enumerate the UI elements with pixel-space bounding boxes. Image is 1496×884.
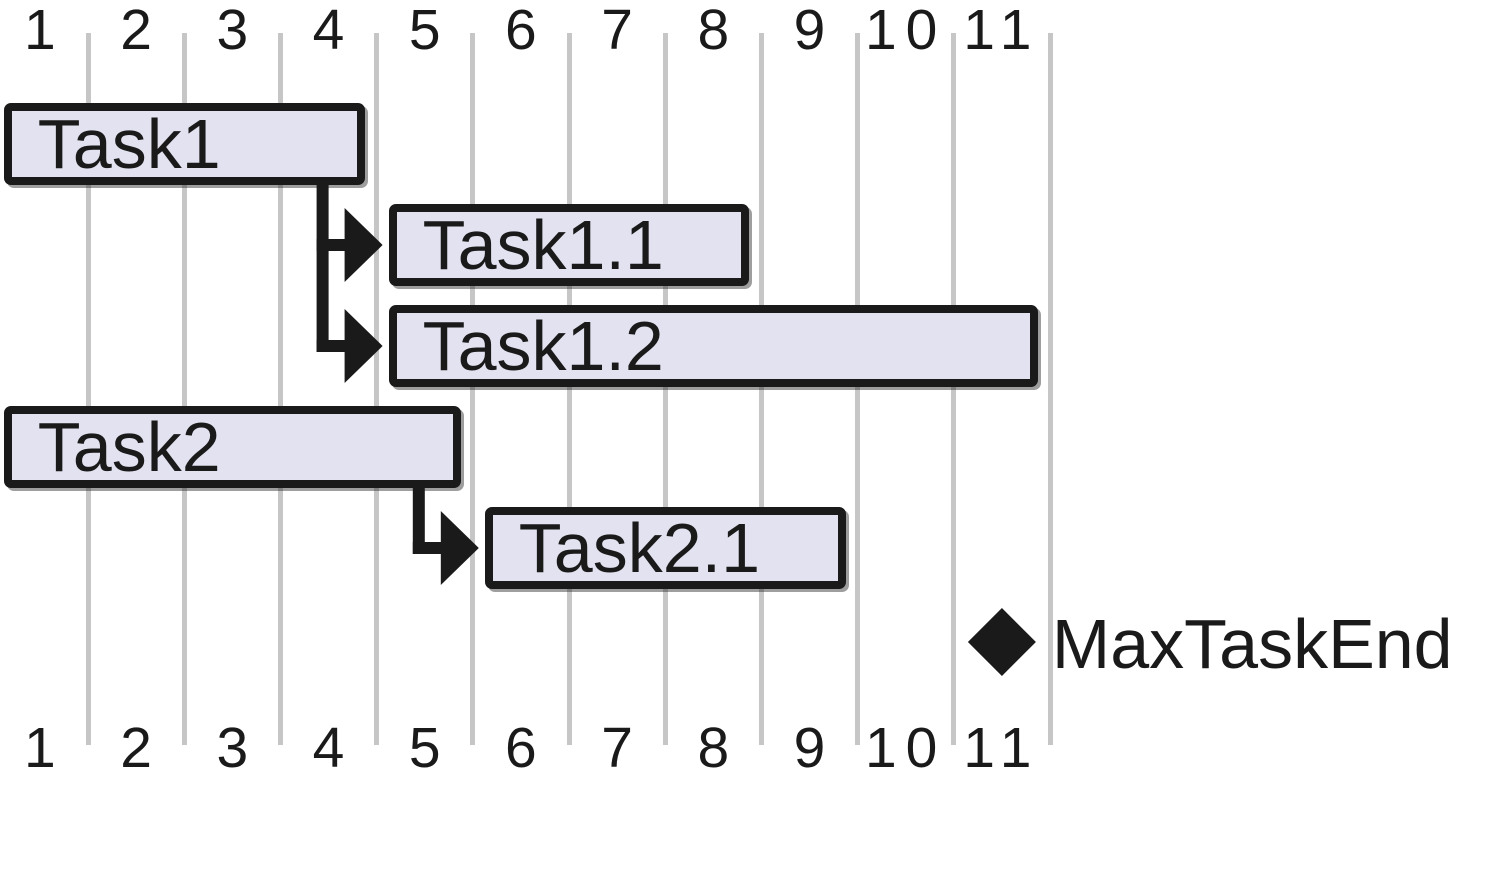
axis-day-label: 9 xyxy=(793,716,826,780)
axis-day-label: 8 xyxy=(697,0,730,62)
gridline-day-9 xyxy=(855,33,861,745)
dependency-arrow-from-task2 xyxy=(412,482,479,585)
task-label: Task2 xyxy=(37,408,221,486)
axis-day-label: 11 xyxy=(963,0,1041,62)
axis-day-label: 11 xyxy=(963,716,1041,780)
task-bar-task1-1: Task1.1 xyxy=(388,204,750,286)
axis-day-label: 9 xyxy=(793,0,826,62)
axis-day-label: 7 xyxy=(601,716,633,780)
axis-day-label: 8 xyxy=(697,716,730,780)
milestone-label: MaxTaskEnd xyxy=(1051,605,1453,683)
axis-day-label: 1 xyxy=(24,716,56,780)
task-label: Task1.2 xyxy=(422,307,664,385)
gridline-day-1 xyxy=(85,33,91,745)
axis-day-label: 4 xyxy=(312,0,345,62)
axis-day-label: 5 xyxy=(408,716,441,780)
axis-day-label: 6 xyxy=(505,0,537,62)
gridline-day-2 xyxy=(181,33,187,745)
task-label: Task2.1 xyxy=(518,509,761,587)
axis-day-label: 7 xyxy=(601,0,633,62)
axis-day-label: 4 xyxy=(312,716,345,780)
axis-day-label: 2 xyxy=(120,0,152,62)
task-bar-task1: Task1 xyxy=(3,103,365,185)
axis-day-label: 10 xyxy=(864,716,947,780)
axis-day-label: 2 xyxy=(120,716,152,780)
gridline-day-4 xyxy=(374,33,380,745)
axis-day-label: 5 xyxy=(408,0,441,62)
gridline-day-10 xyxy=(951,33,957,745)
milestone-diamond-icon xyxy=(967,608,1036,676)
gridline-day-11 xyxy=(1047,33,1053,745)
gridline-day-3 xyxy=(277,33,283,745)
task-bar-task1-2: Task1.2 xyxy=(388,305,1038,387)
gridline-day-7 xyxy=(662,33,668,745)
task-label: Task1 xyxy=(37,105,221,183)
axis-day-label: 3 xyxy=(216,0,249,62)
axis-day-label: 6 xyxy=(505,716,537,780)
task-bar-task2: Task2 xyxy=(3,406,461,488)
task-bar-task2-1: Task2.1 xyxy=(484,507,846,589)
dependency-arrow-from-task1 xyxy=(316,179,383,383)
axis-day-label: 10 xyxy=(864,0,947,62)
gridline-day-6 xyxy=(566,33,572,745)
gridline-day-5 xyxy=(470,33,476,745)
task-label: Task1.1 xyxy=(422,206,664,284)
gridline-day-8 xyxy=(758,33,764,745)
axis-day-label: 1 xyxy=(24,0,56,62)
axis-day-label: 3 xyxy=(216,716,249,780)
